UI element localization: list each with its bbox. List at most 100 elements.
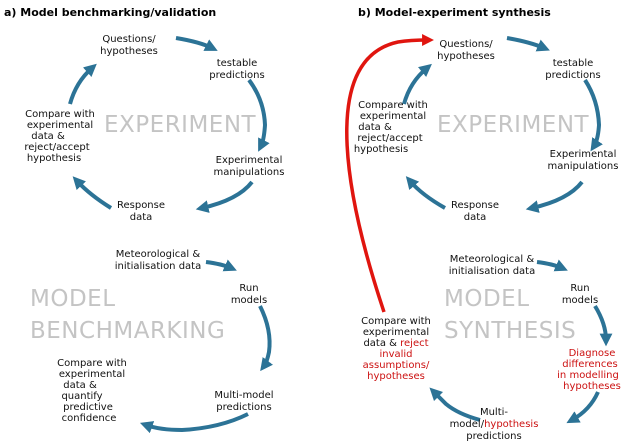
panel-b-run-label: Run models <box>562 283 598 306</box>
arrow-questions-to-predictions <box>506 36 550 52</box>
label-line: models <box>562 295 598 306</box>
arrow-questions-to-predictions <box>175 36 218 51</box>
label-line: Multi-model <box>214 390 273 401</box>
panel-b-diagnose-label: Diagnose differences in modelling hypoth… <box>557 348 621 392</box>
panel-a-experiment-watermark: EXPERIMENT <box>104 112 257 138</box>
label-line: experimental <box>59 369 125 380</box>
label-line: confidence <box>62 413 117 424</box>
panel-b: b) Model-experiment synthesis EXPERIMENT… <box>345 6 621 442</box>
label-line: Compare with <box>361 316 431 327</box>
label-line-mixed: data & reject <box>363 338 428 349</box>
label-line: hypotheses <box>367 371 425 382</box>
panel-b-synthesis-watermark: SYNTHESIS <box>444 318 576 344</box>
label-line: predictions <box>545 70 600 81</box>
arrow-met-to-run <box>536 259 568 272</box>
label-line: Run <box>570 283 589 294</box>
arrow-diagnose-to-multi <box>566 391 600 424</box>
panel-a-benchmarking-watermark: BENCHMARKING <box>30 318 225 344</box>
label-line: Compare with <box>358 100 428 111</box>
panel-a: a) Model benchmarking/validation EXPERIM… <box>4 6 285 434</box>
label-line: differences <box>562 359 617 370</box>
panel-b-title: b) Model-experiment synthesis <box>358 6 551 19</box>
panel-a-model-watermark: MODEL <box>30 286 116 312</box>
arrow-compare-to-questions <box>402 63 432 105</box>
label-line: Compare with <box>25 109 95 120</box>
label-line: initialisation data <box>449 266 535 277</box>
label-line: hypotheses <box>100 46 158 57</box>
panel-a-questions-label: Questions/ hypotheses <box>100 34 158 57</box>
label-line: hypothesis <box>27 153 81 164</box>
label-line: data & <box>31 131 65 142</box>
arrow-multi-to-compare <box>139 412 249 434</box>
arrow-run-to-diagnose <box>593 304 613 347</box>
label-line: testable <box>217 58 258 69</box>
label-segment: data & <box>363 338 400 349</box>
label-line: experimental <box>360 111 426 122</box>
label-line: reject/accept <box>357 133 422 144</box>
panel-b-experiment-watermark: EXPERIMENT <box>437 112 590 138</box>
label-line: data <box>464 212 487 223</box>
panel-a-model-cycle-arrows <box>139 259 273 434</box>
label-line: predictions <box>216 402 271 413</box>
label-line: hypotheses <box>563 381 621 392</box>
label-line: Run <box>239 283 258 294</box>
label-line: Diagnose <box>569 348 616 359</box>
panel-a-title: a) Model benchmarking/validation <box>4 6 216 19</box>
label-line: reject/accept <box>24 142 89 153</box>
label-line: quantify <box>61 391 102 402</box>
panel-a-run-label: Run models <box>231 283 267 306</box>
arrow-predictions-to-manipulations <box>247 78 270 152</box>
label-line: assumptions/ <box>363 360 430 371</box>
arrow-manipulations-to-response <box>525 180 584 213</box>
panel-a-predictions-label: testable predictions <box>209 58 264 81</box>
arrow-predictions-to-manipulations <box>583 78 603 152</box>
label-segment-highlight: reject <box>400 338 428 349</box>
label-line: experimental <box>363 327 429 338</box>
label-line: data & <box>63 380 97 391</box>
panel-a-compare-bottom-label: Compare with experimental data & quantif… <box>57 358 127 424</box>
label-line: Experimental <box>216 155 283 166</box>
arrow-response-to-compare <box>72 176 113 210</box>
panel-b-model-watermark: MODEL <box>444 286 530 312</box>
label-line: Experimental <box>550 149 617 160</box>
label-segment: model/ <box>450 419 485 430</box>
label-line: hypothesis <box>354 144 408 155</box>
arrow-response-to-compare <box>405 176 446 210</box>
panel-a-multi-label: Multi-model predictions <box>214 390 273 413</box>
panel-b-manipulations-label: Experimental manipulations <box>548 149 619 172</box>
label-line: in modelling <box>557 370 619 381</box>
label-segment-highlight: hypothesis <box>484 419 538 430</box>
label-line: Questions/ <box>439 39 493 50</box>
label-line: data & <box>358 122 392 133</box>
label-line: Meteorological & <box>116 249 201 260</box>
arrow-run-to-multi <box>258 305 273 372</box>
label-line: data <box>130 212 153 223</box>
panel-b-questions-label: Questions/ hypotheses <box>437 39 495 62</box>
panel-b-compare-bottom-label: Compare with experimental data & reject … <box>361 316 431 382</box>
panel-a-response-label: Response data <box>117 200 165 223</box>
label-line: hypotheses <box>437 51 495 62</box>
label-line-mixed: model/hypothesis <box>450 419 539 430</box>
label-line: invalid <box>379 349 412 360</box>
label-line: predictions <box>209 70 264 81</box>
panel-b-predictions-label: testable predictions <box>545 58 600 81</box>
panel-a-manipulations-label: Experimental manipulations <box>214 155 285 178</box>
arrow-multi-to-compare <box>429 387 481 422</box>
label-line: predictive <box>63 402 113 413</box>
feedback-arrow-reject-to-questions <box>345 34 434 313</box>
panel-b-met-label: Meteorological & initialisation data <box>449 254 535 277</box>
label-line: Questions/ <box>102 34 156 45</box>
label-line: Response <box>117 200 165 211</box>
label-line: manipulations <box>214 167 285 178</box>
label-line: Response <box>451 200 499 211</box>
panel-b-model-cycle-arrows <box>429 259 613 424</box>
label-line: experimental <box>27 120 93 131</box>
label-line: testable <box>553 58 594 69</box>
panel-b-experiment-cycle-arrows <box>402 36 603 213</box>
label-line: Compare with <box>57 358 127 369</box>
label-line: initialisation data <box>115 261 201 272</box>
panel-b-multi-label: Multi- model/hypothesis predictions <box>450 407 539 442</box>
panel-a-experiment-cycle-arrows <box>68 36 270 213</box>
panel-b-response-label: Response data <box>451 200 499 223</box>
